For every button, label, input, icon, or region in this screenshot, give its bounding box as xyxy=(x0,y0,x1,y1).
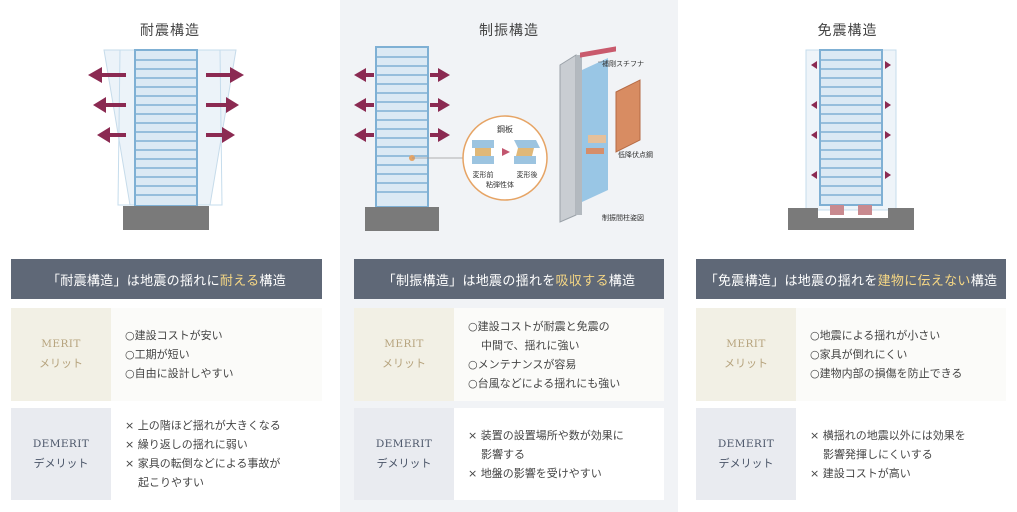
merit-item: ○台風などによる揺れにも強い xyxy=(468,376,621,390)
demerit-label: DEMERIT デメリット xyxy=(11,408,111,500)
heading-pre: 「耐震構造」は地震の揺れに xyxy=(46,273,220,289)
demerit-label-jp: デメリット xyxy=(376,456,432,470)
demerit-label: DEMERIT デメリット xyxy=(696,408,796,500)
demerit-item: × 家具の転倒などによる事故が xyxy=(125,457,281,470)
merit-list: ○建設コストが耐震と免震の 中間で、揺れに強い ○メンテナンスが容易 ○台風など… xyxy=(454,308,664,401)
merit-label-jp: メリット xyxy=(39,357,83,370)
merit-item: ○建設コストが耐震と免震の xyxy=(468,319,610,333)
heading-bar: 「耐震構造」は地震の揺れに耐える構造 xyxy=(11,259,322,299)
building-seishin-illustration: 鋼板 変形前 変形後 粘弾性体 補剛スチフナ 低降伏点鋼 制振間柱姿図 xyxy=(354,46,653,231)
heading-bar: 「免震構造」は地震の揺れを建物に伝えない構造 xyxy=(696,259,1006,299)
label-stiffener: 補剛スチフナ xyxy=(602,59,644,68)
merit-list: ○地震による揺れが小さい ○家具が倒れにくい ○建物内部の損傷を防止できる xyxy=(796,308,1006,401)
merit-item: ○メンテナンスが容易 xyxy=(468,357,577,371)
heading-pre: 「制振構造」は地震の揺れを xyxy=(382,273,556,289)
merit-item: ○自由に設計しやすい xyxy=(125,367,234,380)
merit-item-continued: 中間で、揺れに強い xyxy=(481,338,580,352)
demerit-label-en: DEMERIT xyxy=(375,437,433,450)
demerit-item: × 繰り返しの揺れに弱い xyxy=(125,438,248,451)
demerit-item-continued: 起こりやすい xyxy=(138,476,204,489)
demerit-label: DEMERIT デメリット xyxy=(354,408,454,500)
column-menshin: 免震構造 xyxy=(678,0,1017,512)
merit-label-jp: メリット xyxy=(382,357,426,370)
heading-post: 構造 xyxy=(259,273,287,289)
merit-item: ○工期が短い xyxy=(125,348,190,361)
merit-label-en: MERIT xyxy=(384,338,424,350)
building-taishin-illustration xyxy=(88,49,244,230)
demerit-item: × 地盤の影響を受けやすい xyxy=(468,466,602,480)
column-title: 耐震構造 xyxy=(140,23,200,39)
demerit-item: × 横揺れの地震以外には効果を xyxy=(810,428,966,442)
demerit-item: × 建設コストが高い xyxy=(810,466,911,480)
building-menshin-illustration xyxy=(788,49,914,230)
heading-highlight: 建物に伝えない xyxy=(877,273,971,289)
demerit-item-continued: 影響する xyxy=(481,447,525,461)
merit-label-en: MERIT xyxy=(726,338,766,350)
label-yield-point-steel: 低降伏点鋼 xyxy=(618,150,653,159)
column-title: 免震構造 xyxy=(817,23,878,39)
demerit-item: × 上の階ほど揺れが大きくなる xyxy=(125,419,281,432)
demerit-list: × 上の階ほど揺れが大きくなる × 繰り返しの揺れに弱い × 家具の転倒などによ… xyxy=(111,408,322,500)
demerit-label-en: DEMERIT xyxy=(717,437,775,450)
merit-label: MERIT メリット xyxy=(11,308,111,401)
merit-label-en: MERIT xyxy=(41,338,81,350)
heading-highlight: 吸収する xyxy=(555,273,609,289)
illustration-seishin: 鋼板 変形前 変形後 粘弾性体 補剛スチフナ 低降伏点鋼 制振間柱姿図 xyxy=(340,40,678,240)
heading-bar: 「制振構造」は地震の揺れを吸収する構造 xyxy=(354,259,664,299)
merit-item: ○建設コストが安い xyxy=(125,329,223,342)
merit-label-jp: メリット xyxy=(724,357,768,370)
illustration-taishin xyxy=(0,40,340,240)
label-before: 変形前 xyxy=(473,170,494,179)
demerit-label-en: DEMERIT xyxy=(32,437,90,450)
label-damper-column: 制振間柱姿図 xyxy=(602,213,644,222)
demerit-item-continued: 影響発揮しにくいする xyxy=(823,447,933,461)
demerit-list: × 横揺れの地震以外には効果を 影響発揮しにくいする × 建設コストが高い xyxy=(796,408,1006,500)
column-taishin: 耐震構造 xyxy=(0,0,340,512)
heading-highlight: 耐える xyxy=(219,273,260,289)
heading-pre: 「免震構造」は地震の揺れを xyxy=(704,273,878,289)
demerit-label-jp: デメリット xyxy=(33,456,89,470)
label-steel-plate: 鋼板 xyxy=(497,124,513,134)
label-viscoelastic: 粘弾性体 xyxy=(486,180,514,189)
merit-item: ○地震による揺れが小さい xyxy=(810,329,941,342)
column-seishin: 制振構造 xyxy=(340,0,678,512)
illustration-menshin xyxy=(678,40,1017,240)
heading-post: 構造 xyxy=(608,273,636,289)
heading-post: 構造 xyxy=(970,273,998,289)
merit-label: MERIT メリット xyxy=(354,308,454,401)
demerit-label-jp: デメリット xyxy=(718,456,774,470)
demerit-item: × 装置の設置場所や数が効果に xyxy=(468,428,624,442)
merit-list: ○建設コストが安い ○工期が短い ○自由に設計しやすい xyxy=(111,308,322,401)
column-title: 制振構造 xyxy=(479,23,539,39)
demerit-list: × 装置の設置場所や数が効果に 影響する × 地盤の影響を受けやすい xyxy=(454,408,664,500)
merit-item: ○建物内部の損傷を防止できる xyxy=(810,367,963,380)
merit-label: MERIT メリット xyxy=(696,308,796,401)
label-after: 変形後 xyxy=(517,170,538,179)
merit-item: ○家具が倒れにくい xyxy=(810,348,908,361)
